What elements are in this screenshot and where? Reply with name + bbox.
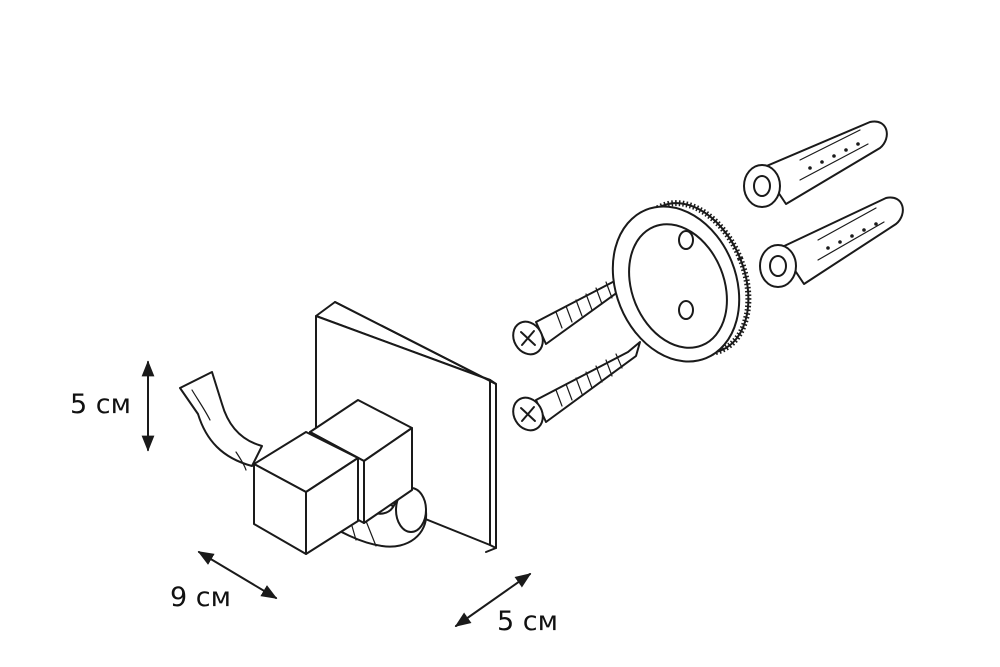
depth-label: 5 см xyxy=(497,606,558,637)
mounting-ring xyxy=(611,200,752,363)
upper-hook-arm xyxy=(179,371,263,471)
height-label: 5 см xyxy=(70,389,131,420)
wall-plug-lower xyxy=(759,196,904,288)
screw-lower xyxy=(512,341,641,432)
hook-block xyxy=(253,399,413,555)
width-label: 9 см xyxy=(170,582,231,613)
height-dimension: 5 см xyxy=(70,360,155,452)
wall-plug-upper xyxy=(743,120,888,208)
width-dimension: 9 см xyxy=(170,551,278,613)
depth-dimension: 5 см xyxy=(454,573,558,637)
